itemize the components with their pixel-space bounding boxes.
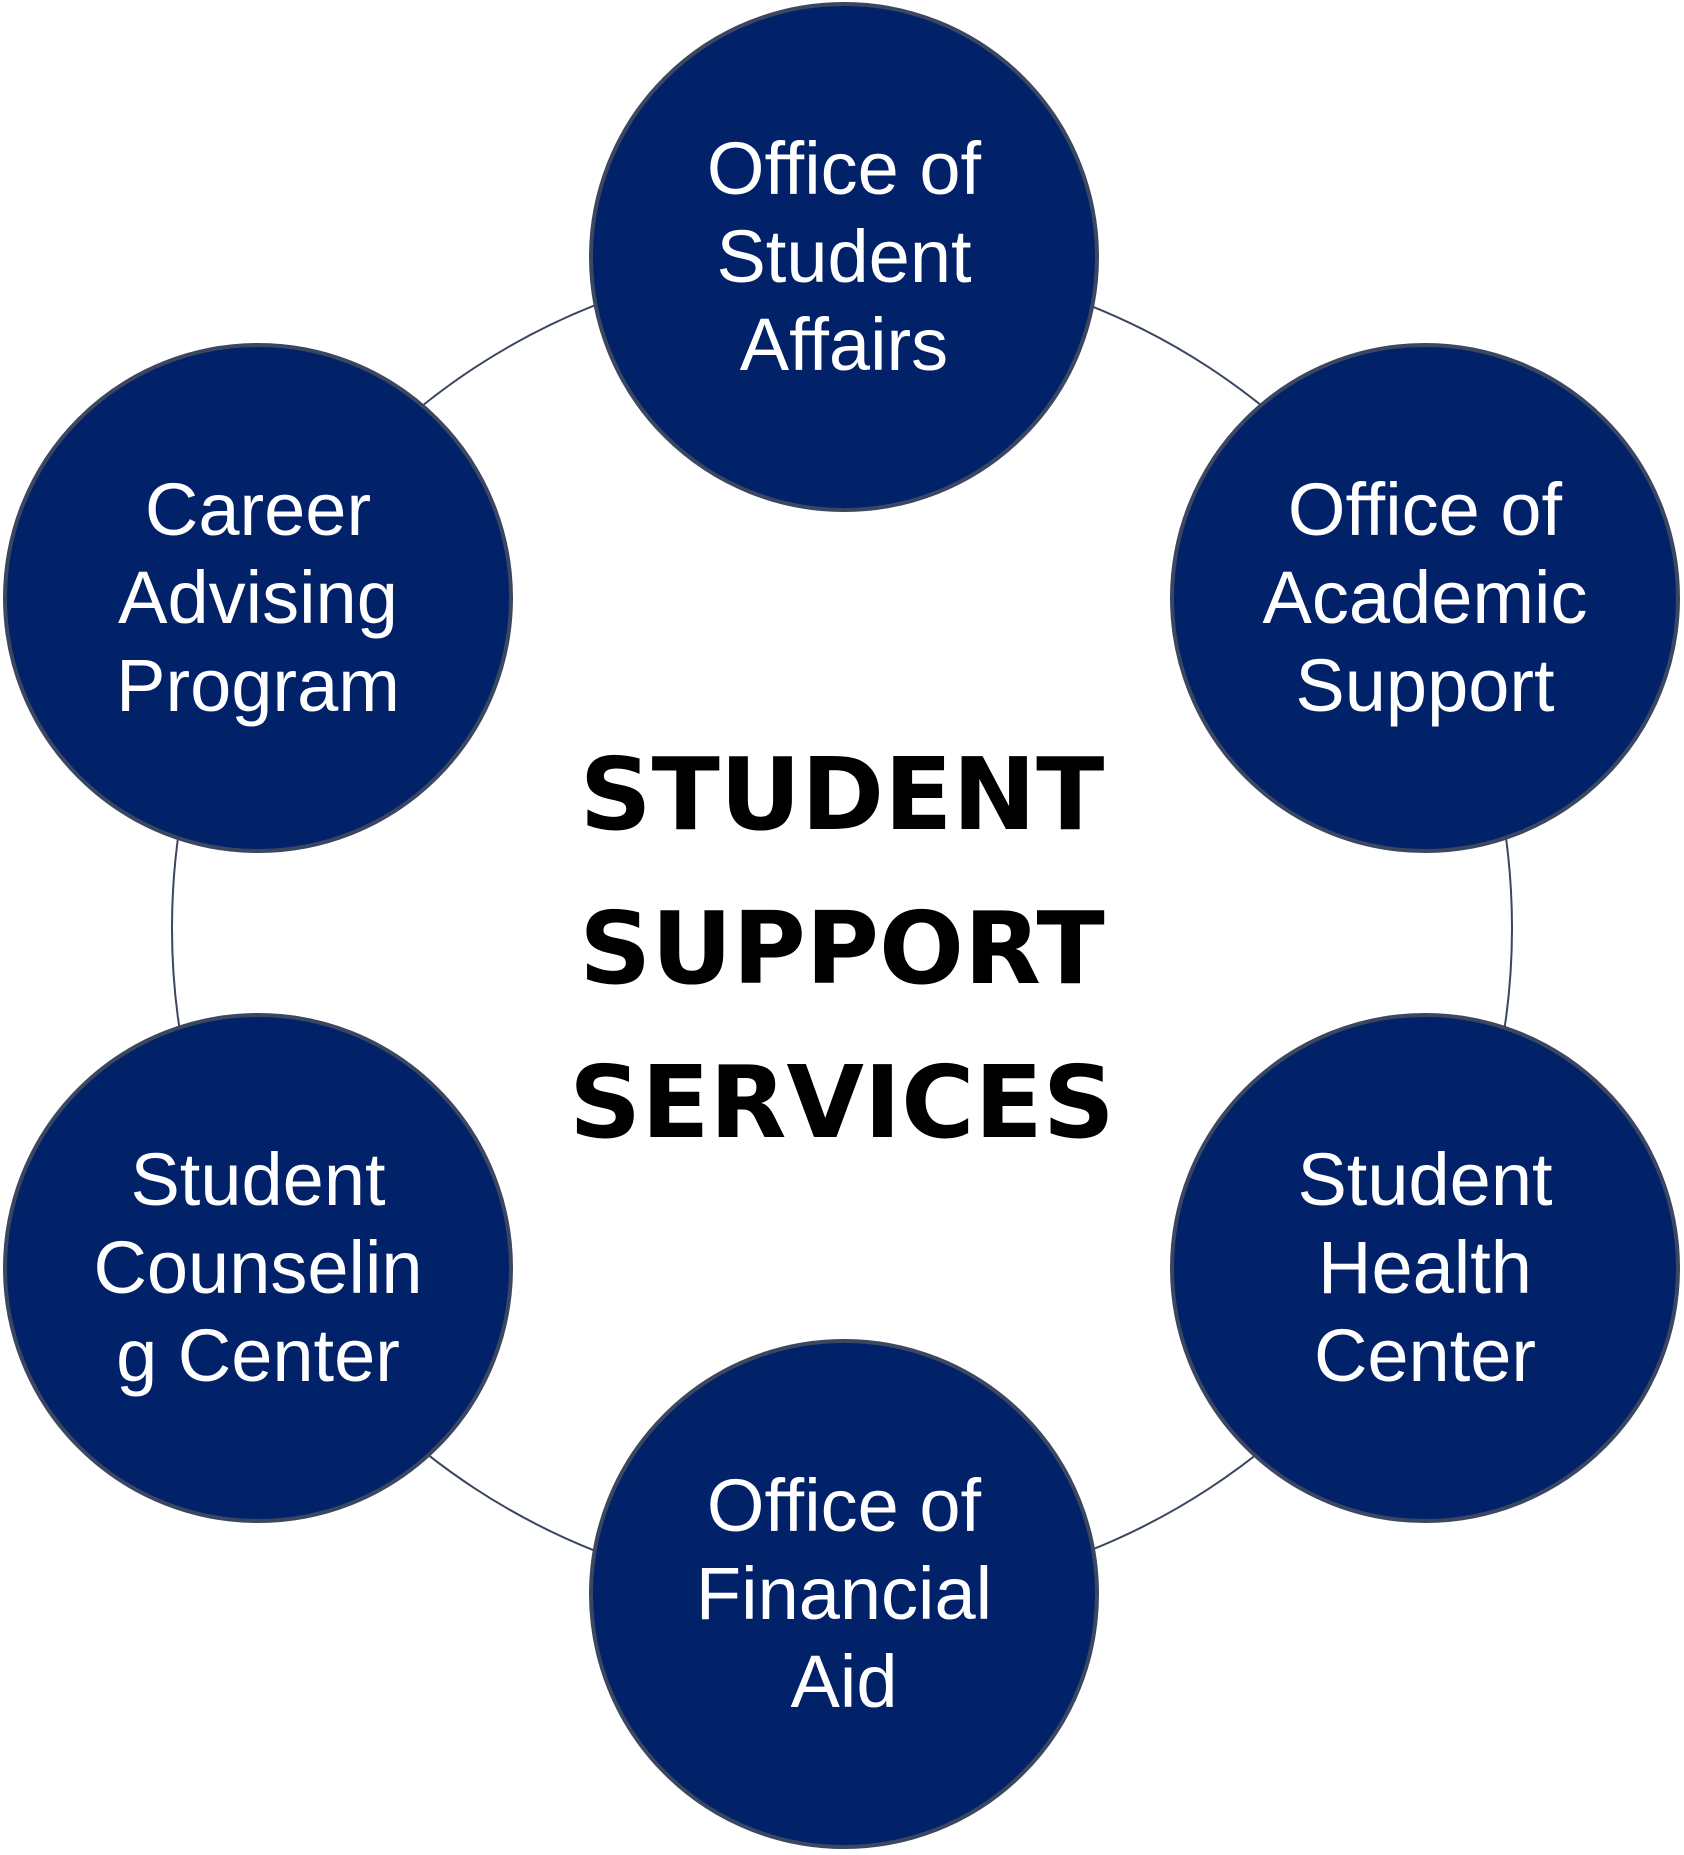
node-label-line: Academic (1262, 556, 1588, 639)
node-label-line: Health (1318, 1226, 1532, 1309)
center-title-line-1: STUDENT (579, 736, 1105, 853)
node-counseling-center: Student Counselin g Center (3, 1013, 513, 1523)
node-label-line: Student (716, 215, 972, 298)
node-label-line: Aid (790, 1640, 898, 1723)
node-label-line: Career (144, 468, 372, 551)
node-career-advising: Career Advising Program (3, 343, 513, 853)
node-label-line: Student (1297, 1138, 1553, 1221)
node-label-line: Counselin (93, 1226, 423, 1309)
node-label-line: Center (1313, 1314, 1537, 1397)
node-academic-support: Office of Academic Support (1170, 343, 1680, 853)
node-label-line: Office of (706, 1464, 982, 1547)
center-title-line-3: SERVICES (569, 1044, 1115, 1161)
node-label-line: Support (1295, 644, 1555, 727)
node-label-line: Office of (706, 127, 982, 210)
center-title-line-2: SUPPORT (579, 890, 1105, 1007)
node-label-line: Advising (118, 556, 398, 639)
node-label-line: Affairs (739, 303, 949, 386)
node-label-line: Financial (695, 1552, 993, 1635)
node-student-affairs: Office of Student Affairs (589, 2, 1099, 512)
node-health-center: Student Health Center (1170, 1013, 1680, 1523)
node-label-line: g Center (116, 1314, 400, 1397)
node-label-line: Office of (1287, 468, 1563, 551)
node-label-line: Student (130, 1138, 386, 1221)
center-title: STUDENT SUPPORT SERVICES (542, 718, 1142, 1180)
node-label-line: Program (116, 644, 400, 727)
node-financial-aid: Office of Financial Aid (589, 1339, 1099, 1849)
